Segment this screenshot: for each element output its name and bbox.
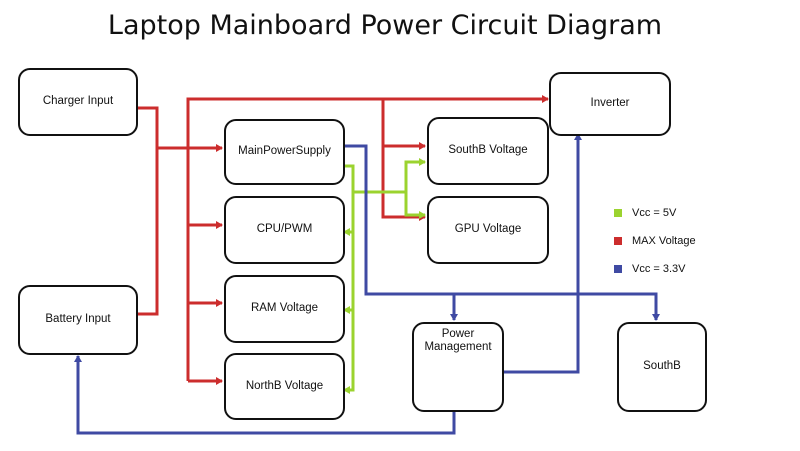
power-management-label: Power Management: [424, 328, 492, 354]
inverter-box: Inverter: [549, 72, 671, 136]
northb-voltage-box: NorthB Voltage: [224, 353, 345, 420]
legend-swatch-max: [614, 237, 622, 245]
gpu-voltage-box: GPU Voltage: [427, 196, 549, 264]
legend-swatch-5v: [614, 209, 622, 217]
battery-input-label: Battery Input: [45, 313, 111, 326]
ram-voltage-box: RAM Voltage: [224, 275, 345, 343]
main-power-supply-box: MainPowerSupply: [224, 119, 345, 185]
southb-box: SouthB: [617, 322, 707, 412]
legend-item-max: MAX Voltage: [614, 235, 696, 247]
northb-voltage-label: NorthB Voltage: [245, 379, 324, 392]
vcc-5v-wires: [343, 158, 426, 394]
southb-voltage-label: SouthB Voltage: [448, 144, 528, 157]
southb-voltage-box: SouthB Voltage: [427, 117, 549, 185]
gpu-voltage-label: GPU Voltage: [454, 223, 522, 236]
legend-label-3v3: Vcc = 3.3V: [632, 263, 686, 275]
legend-item-5v: Vcc = 5V: [614, 207, 676, 219]
main-power-supply-label: MainPowerSupply: [238, 145, 331, 158]
charger-input-label: Charger Input: [42, 95, 114, 108]
inverter-label: Inverter: [590, 97, 630, 110]
legend-label-max: MAX Voltage: [632, 235, 696, 247]
cpu-pwm-box: CPU/PWM: [224, 196, 345, 264]
max-voltage-wires: [136, 95, 549, 385]
ram-voltage-label: RAM Voltage: [250, 302, 319, 315]
cpu-pwm-label: CPU/PWM: [256, 223, 313, 236]
legend-item-3v3: Vcc = 3.3V: [614, 263, 686, 275]
southb-label: SouthB: [643, 360, 681, 373]
vcc-3v3-wires: [74, 133, 660, 435]
legend-label-5v: Vcc = 5V: [632, 207, 677, 219]
battery-input-box: Battery Input: [18, 285, 138, 355]
charger-input-box: Charger Input: [18, 68, 138, 136]
legend-swatch-3v3: [614, 265, 622, 273]
power-management-box: Power Management: [412, 322, 504, 412]
diagram-title: Laptop Mainboard Power Circuit Diagram: [107, 10, 663, 41]
